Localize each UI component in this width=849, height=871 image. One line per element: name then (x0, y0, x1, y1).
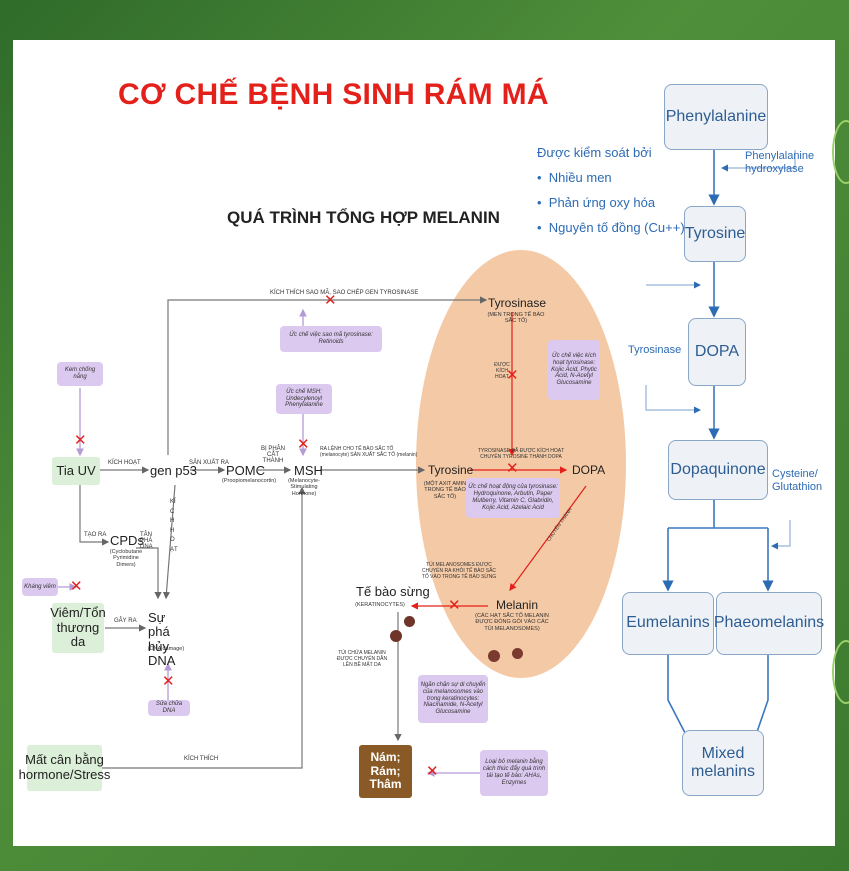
hormone-stress-box: Mất cân bằng hormone/Stress (19, 745, 110, 791)
melasma-box: Nám; Rám; Thâm (359, 745, 412, 798)
tyrosine-label: Tyrosine (428, 463, 474, 477)
mixed-melanins-box: Mixed melanins (682, 730, 764, 796)
melanin-granule (404, 616, 415, 627)
msh-sublabel: (Melanocyte-Stimulating Hormone) (288, 478, 320, 497)
melanin-granule (390, 630, 402, 642)
block-x-icon: ✕ (448, 596, 461, 614)
dopa-label: DOPA (572, 463, 606, 477)
melanin-sublabel: (CÁC HẠT SẮC TỐ MELANIN ĐƯỢC ĐÓNG GÓI VÀ… (475, 613, 549, 632)
label-destroy-dna: TÂN PHÁ DNA (140, 532, 153, 550)
sunscreen-box: Kem chống nắng (57, 362, 103, 386)
label-melanosome-transfer: TÚI MELANOSOMES ĐƯỢC CHUYỂN RA KHỎI TẾ B… (421, 562, 497, 580)
label-command: RA LỆNH CHO TẾ BÀO SẮC TỐ (melanocyte) S… (320, 446, 418, 458)
melanocyte-circle (416, 250, 626, 678)
dopa-box: DOPA (688, 318, 746, 386)
cpds-sublabel: (Cyclobutane Pyrimidine Dimers) (109, 549, 143, 568)
block-x-icon: ✕ (70, 577, 83, 595)
label-cause: GÂY RA (114, 618, 137, 624)
controlled-by-heading: Được kiểm soát bởi (537, 145, 652, 160)
diagram-subtitle: QUÁ TRÌNH TỔNG HỢP MELANIN (227, 208, 500, 227)
label-activated: ĐƯỢC KÍCH HOẠT (494, 362, 510, 380)
skin-inflammation-box: Viêm/Tổn thương da (50, 603, 106, 653)
pomc-sublabel: (Proopiomelanocortin) (222, 478, 277, 484)
dna-damage-sublabel: (DNA damage) (147, 646, 185, 652)
label-stimulate-transcription: KÍCH THÍCH SAO MÃ, SAO CHÉP GEN TYROSINA… (270, 290, 419, 296)
keratinocyte-label: Tế bào sừng (356, 584, 430, 599)
block-x-icon: ✕ (162, 672, 175, 690)
label-tyrosinase-converts: TYROSINASE ĐÃ ĐƯỢC KÍCH HOẠT CHUYỂN TYRO… (477, 448, 565, 460)
label-stimulate: KÍCH THÍCH (184, 756, 219, 762)
label-activate: KÍCH HOẠT (108, 460, 141, 466)
melanin-granule (512, 648, 523, 659)
keratinocyte-sublabel: (KERATINOCYTES) (355, 602, 405, 608)
label-cleaved: BỊ PHÂN CẮT THÀNH (260, 446, 285, 464)
block-x-icon: ✕ (297, 435, 310, 453)
block-x-icon: ✕ (506, 459, 519, 477)
pomc-label: POMC (226, 463, 265, 478)
cysteine-label: Cysteine/ Glutathion (772, 468, 823, 494)
dopaquinone-box: Dopaquinone (668, 440, 768, 500)
melanin-removal-box: Loại bỏ melanin bằng cách thúc đẩy quá t… (480, 750, 548, 796)
label-activate-vertical: KÍCH HOẠT (170, 499, 178, 553)
tyrosinase-activity-inhibitor-box: Ức chế hoạt động của tyrosinase: Hydroqu… (466, 478, 560, 518)
block-x-icon: ✕ (506, 366, 519, 384)
msh-inhibitor-box: Ức chế MSH: Undecylenoyl Phenylalanine (276, 384, 332, 414)
block-x-icon: ✕ (426, 762, 439, 780)
melanin-granule (488, 650, 500, 662)
list-item: • Nhiều men (537, 170, 612, 185)
control-factors-list: Được kiểm soát bởi • Nhiều men • Phản ứn… (537, 140, 685, 240)
phaeomelanins-box: Phaeomelanins (714, 592, 824, 655)
label-produce: SẢN XUẤT RA (189, 460, 229, 466)
tyrosinase-label: Tyrosinase (488, 296, 547, 310)
dna-damage-label: Sự phá hủy DNA (148, 610, 176, 668)
phenylalanine-hydroxylase-label: Phenylalanine hydroxylase (745, 150, 815, 176)
list-item: • Nguyên tố đồng (Cu++) (537, 220, 685, 235)
label-melanin-surface: TÚI CHỨA MELANIN ĐƯỢC CHUYỂN DẦN LÊN BỀ … (336, 650, 388, 668)
tyrosine-sublabel: (MỘT AXIT AMIN TRONG TẾ BÀO SẮC TỐ) (423, 481, 467, 500)
tyrosinase-sublabel: (MEN TRONG TẾ BÀO SẮC TỐ) (487, 312, 545, 325)
list-item: • Phản ứng oxy hóa (537, 195, 656, 210)
retinoid-box: Ức chế việc sao mã tyrosinase: Retinoids (280, 326, 382, 352)
gen-p53-label: gen p53 (150, 463, 197, 478)
eumelanins-box: Eumelanins (622, 592, 714, 655)
label-create: TẠO RA (84, 532, 107, 538)
phenylalanine-box: Phenylalanine (664, 84, 768, 150)
tyrosinase-side-label: Tyrosinase (628, 344, 682, 356)
melanosome-transfer-inhibitor-box: Ngăn chặn sự di chuyển của melanosomes v… (418, 675, 488, 723)
anti-inflammation-box: Kháng viêm (22, 578, 58, 596)
msh-label: MSH (294, 463, 323, 478)
block-x-icon: ✕ (324, 291, 337, 309)
block-x-icon: ✕ (74, 431, 87, 449)
uv-box: Tia UV (52, 457, 100, 485)
tyrosinase-activation-inhibitor-box: Ức chế việc kích hoạt tyrosinase: Kojic … (548, 340, 600, 400)
melanin-label: Melanin (496, 598, 539, 612)
page-title: CƠ CHẾ BỆNH SINH RÁM MÁ (118, 78, 549, 111)
tyrosine-box: Tyrosine (684, 206, 746, 262)
cpds-label: CPDs (110, 533, 144, 548)
dna-repair-box: Sửa chữa DNA (148, 700, 190, 716)
